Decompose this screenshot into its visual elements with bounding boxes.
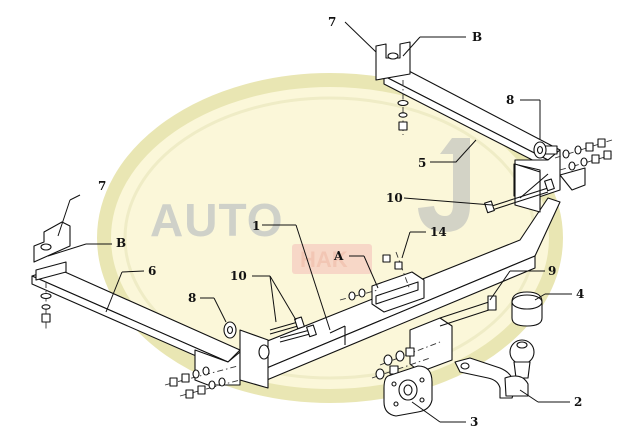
callout-1: 1 <box>252 219 260 233</box>
spacer-right-part-8 <box>533 141 547 159</box>
callout-7-right: 7 <box>328 15 336 29</box>
watermark-brand-left: AUTO <box>150 194 284 246</box>
callout-9: 9 <box>548 264 556 278</box>
callout-10-left: 10 <box>230 269 247 283</box>
end-plate-left <box>239 329 270 389</box>
callout-8-right: 8 <box>506 93 514 107</box>
callout-A: A <box>333 249 344 263</box>
callout-2: 2 <box>574 395 582 409</box>
tow-ball-part-2 <box>454 339 535 399</box>
ball-cover-part-4 <box>511 291 543 327</box>
callout-3: 3 <box>470 415 478 429</box>
fastener-set-left <box>164 365 241 399</box>
callout-10-right: 10 <box>386 191 403 205</box>
callout-5: 5 <box>418 156 426 170</box>
callout-6: 6 <box>148 264 156 278</box>
leader-lines <box>47 21 572 423</box>
watermark-brand-badge <box>292 244 372 274</box>
callout-14: 14 <box>430 225 447 239</box>
callout-B-right: B <box>472 30 482 44</box>
watermark-brand-right: HAK <box>300 247 348 272</box>
callout-4: 4 <box>576 287 584 301</box>
fastener-set-right <box>554 138 613 191</box>
spacer-left-part-8 <box>223 321 237 339</box>
callout-8-left: 8 <box>188 291 196 305</box>
ball-mount-bracket <box>371 295 497 380</box>
bracket-left-part-7 <box>33 221 71 330</box>
bolts-right-part-10 <box>484 173 555 214</box>
socket-plate-part-3 <box>383 365 433 417</box>
callout-B-left: B <box>116 236 126 250</box>
center-bracket-part-14 <box>339 251 425 313</box>
callout-7-left: 7 <box>98 179 106 193</box>
bolts-left-part-10 <box>269 316 317 343</box>
bracket-right-part-7 <box>375 41 411 135</box>
callout-labels: 7 B 8 5 10 7 B 6 1 10 8 A 14 9 4 2 3 <box>98 15 584 429</box>
